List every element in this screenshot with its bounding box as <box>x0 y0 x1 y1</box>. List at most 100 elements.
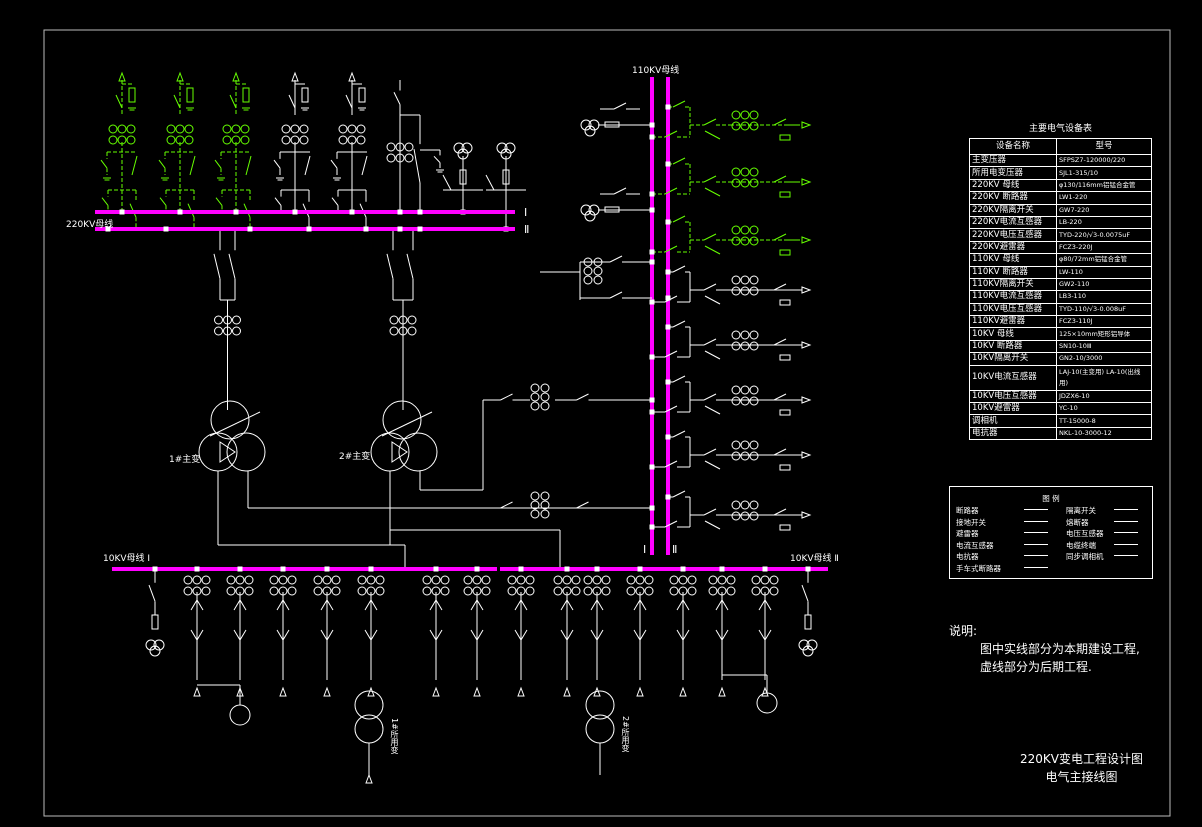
breaker-icon <box>703 508 717 516</box>
current-transformer-icon <box>740 341 750 351</box>
disconnector-icon <box>101 197 109 206</box>
title-line-2: 电气主接线图 <box>1045 770 1118 784</box>
synchronous-condenser-icon <box>229 704 251 726</box>
current-transformer-icon <box>593 275 603 285</box>
disconnector-icon <box>345 94 353 109</box>
current-transformer-icon <box>507 575 517 585</box>
breaker-icon <box>500 501 513 509</box>
transformer-winding <box>210 400 250 440</box>
notes-line-2: 虚线部分为后期工程. <box>980 660 1092 674</box>
disconnector-icon <box>173 94 181 109</box>
current-transformer-icon <box>375 586 385 596</box>
bus-220-II-label: Ⅱ <box>524 223 530 236</box>
current-transformer-icon <box>240 124 250 134</box>
current-transformer-icon <box>463 575 473 585</box>
surge-arrester-icon <box>779 354 791 361</box>
surge-arrester-icon <box>301 87 309 103</box>
legend-item: 避雷器 <box>956 528 1048 539</box>
transformer-winding <box>370 432 410 472</box>
voltage-transformer-icon <box>806 639 818 651</box>
grounding-switch-icon <box>361 155 368 176</box>
bus-connection-node <box>665 379 671 385</box>
current-transformer-icon <box>290 124 300 134</box>
station-transformer-winding <box>354 690 384 720</box>
disconnector-icon <box>330 159 338 169</box>
current-transformer-icon <box>192 575 202 585</box>
current-transformer-icon <box>422 575 432 585</box>
bus-connection-node <box>194 566 200 572</box>
bus-connection-node <box>324 566 330 572</box>
transformer-winding <box>198 432 238 472</box>
cell-model: FCZ3-110J <box>1056 315 1152 329</box>
current-transformer-icon <box>108 124 118 134</box>
current-transformer-icon <box>231 124 241 134</box>
voltage-transformer-icon <box>453 142 465 154</box>
surge-arrester-icon <box>186 87 194 103</box>
withdrawable-breaker-icon <box>560 599 574 611</box>
breaker-icon <box>773 448 787 456</box>
disconnector-icon <box>148 584 156 602</box>
outgoing-line-arrow-icon <box>473 686 481 697</box>
disconnector-icon <box>386 253 394 279</box>
current-transformer-icon <box>749 178 759 188</box>
current-transformer-icon <box>678 575 688 585</box>
bus-connection-node <box>665 434 671 440</box>
notes-line-1: 图中实线部分为本期建设工程, <box>980 642 1140 656</box>
bus-connection-node <box>649 409 655 415</box>
outgoing-line-arrow-icon <box>636 686 644 697</box>
bus-connection-node <box>233 209 239 215</box>
current-transformer-icon <box>540 401 550 411</box>
cell-model: SJL1-315/10 <box>1056 166 1152 180</box>
disconnector-icon <box>229 94 237 109</box>
current-transformer-icon <box>635 575 645 585</box>
withdrawable-breaker-icon <box>364 629 378 641</box>
current-transformer-icon <box>583 266 593 276</box>
tap-changer-arrow <box>209 411 261 437</box>
breaker-icon <box>576 501 589 509</box>
breaker-icon <box>773 508 787 516</box>
breaker-icon <box>664 130 678 138</box>
current-transformer-icon <box>740 225 750 235</box>
current-transformer-icon <box>404 142 414 152</box>
current-transformer-icon <box>525 575 535 585</box>
current-transformer-icon <box>183 575 193 585</box>
voltage-transformer-icon <box>1114 532 1138 533</box>
legend-label: 隔离开关 <box>1066 506 1096 515</box>
current-transformer-icon <box>540 383 550 393</box>
bus-connection-node <box>665 295 671 301</box>
bus-connection-node <box>680 566 686 572</box>
cell-model: SFPSZ7-120000/220 <box>1056 153 1152 168</box>
grounding-switch-icon <box>442 174 452 191</box>
current-transformer-icon <box>530 401 540 411</box>
cell-model: GN2-10/3000 <box>1056 352 1152 366</box>
voltage-transformer-icon <box>145 639 157 651</box>
bus-connection-node <box>163 226 169 232</box>
synchronous-condenser-icon <box>1114 555 1138 556</box>
grounding-switch-icon <box>704 295 721 305</box>
breaker-icon <box>672 265 686 273</box>
current-transformer-icon <box>269 586 279 596</box>
current-transformer-icon <box>356 135 366 145</box>
current-transformer-icon <box>731 385 741 395</box>
bus-connection-node <box>518 566 524 572</box>
current-transformer-icon <box>562 575 572 585</box>
cell-name: 10KV隔离开关 <box>969 352 1057 366</box>
cell-name: 220KV避雷器 <box>969 240 1057 255</box>
bus-connection-node <box>247 226 253 232</box>
disconnector-icon <box>274 197 282 206</box>
surge-arrester-icon <box>779 299 791 306</box>
current-transformer-icon <box>601 586 611 596</box>
voltage-transformer-icon <box>802 645 814 657</box>
bus-connection-node <box>649 207 655 213</box>
surge-arrester-icon <box>779 249 791 256</box>
cell-model: LB3-110 <box>1056 290 1152 304</box>
current-transformer-icon <box>749 167 759 177</box>
current-transformer-icon <box>601 575 611 585</box>
current-transformer-icon <box>525 586 535 596</box>
breaker-icon <box>773 283 787 291</box>
